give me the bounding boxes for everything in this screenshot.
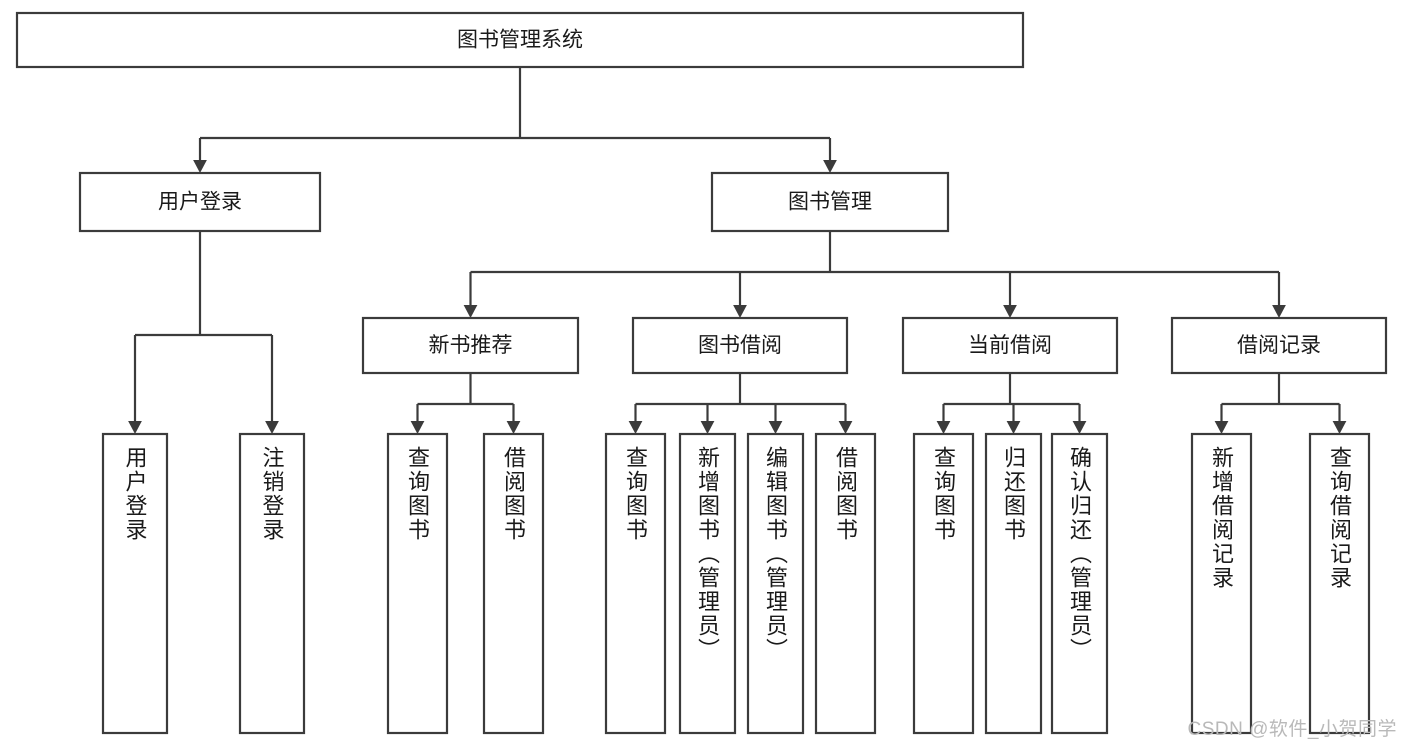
arrow-head-icon <box>936 421 951 434</box>
node-box-layer <box>15 11 1388 735</box>
arrow-head-icon <box>628 421 643 434</box>
node-l1-label-0: 用户登录 <box>158 191 242 214</box>
node-leaf-4[interactable] <box>604 432 667 735</box>
node-root-label: 图书管理系统 <box>457 29 583 52</box>
node-leaf-10[interactable] <box>1050 432 1109 735</box>
node-leaf-2[interactable] <box>386 432 449 735</box>
node-leaf-0[interactable] <box>101 432 169 735</box>
node-l2-2[interactable] <box>901 316 1119 375</box>
node-l2-label-1: 图书借阅 <box>698 334 782 357</box>
node-l2-label-3: 借阅记录 <box>1237 334 1321 357</box>
arrow-head-icon <box>410 421 425 434</box>
node-l1-0[interactable] <box>78 171 322 233</box>
node-l2-label-2: 当前借阅 <box>968 334 1052 357</box>
arrow-head-icon <box>1332 421 1347 434</box>
arrow-head-icon <box>193 160 207 173</box>
node-leaf-6[interactable] <box>746 432 805 735</box>
arrow-head-icon <box>128 421 142 434</box>
arrow-head-icon <box>1072 421 1087 434</box>
csdn-watermark: CSDN @软件_小贺同学 <box>1187 719 1397 740</box>
arrow-head-icon <box>768 421 783 434</box>
arrow-head-icon <box>506 421 521 434</box>
node-l1-label-1: 图书管理 <box>788 191 872 214</box>
node-l2-0[interactable] <box>361 316 580 375</box>
node-leaf-1[interactable] <box>238 432 306 735</box>
node-root-图书管理系统[interactable] <box>15 11 1025 69</box>
node-l2-label-0: 新书推荐 <box>429 334 513 357</box>
arrow-head-icon <box>823 160 837 173</box>
node-leaf-5[interactable] <box>678 432 737 735</box>
arrow-head-icon <box>463 305 478 318</box>
node-leaf-9[interactable] <box>984 432 1043 735</box>
arrow-head-icon <box>1272 305 1286 318</box>
node-leaf-8[interactable] <box>912 432 975 735</box>
arrow-head-icon <box>838 421 853 434</box>
arrow-head-icon <box>1214 421 1229 434</box>
arrow-head-icon <box>1006 421 1021 434</box>
node-leaf-7[interactable] <box>814 432 877 735</box>
arrow-head-icon <box>1003 305 1017 318</box>
node-l2-1[interactable] <box>631 316 849 375</box>
node-l1-1[interactable] <box>710 171 950 233</box>
arrow-head-icon <box>265 421 279 434</box>
arrow-head-icon <box>733 305 747 318</box>
node-l2-3[interactable] <box>1170 316 1388 375</box>
arrow-head-icon <box>700 421 715 434</box>
node-leaf-11[interactable] <box>1190 432 1253 735</box>
connector-layer <box>128 67 1347 434</box>
node-leaf-12[interactable] <box>1308 432 1371 735</box>
node-leaf-3[interactable] <box>482 432 545 735</box>
